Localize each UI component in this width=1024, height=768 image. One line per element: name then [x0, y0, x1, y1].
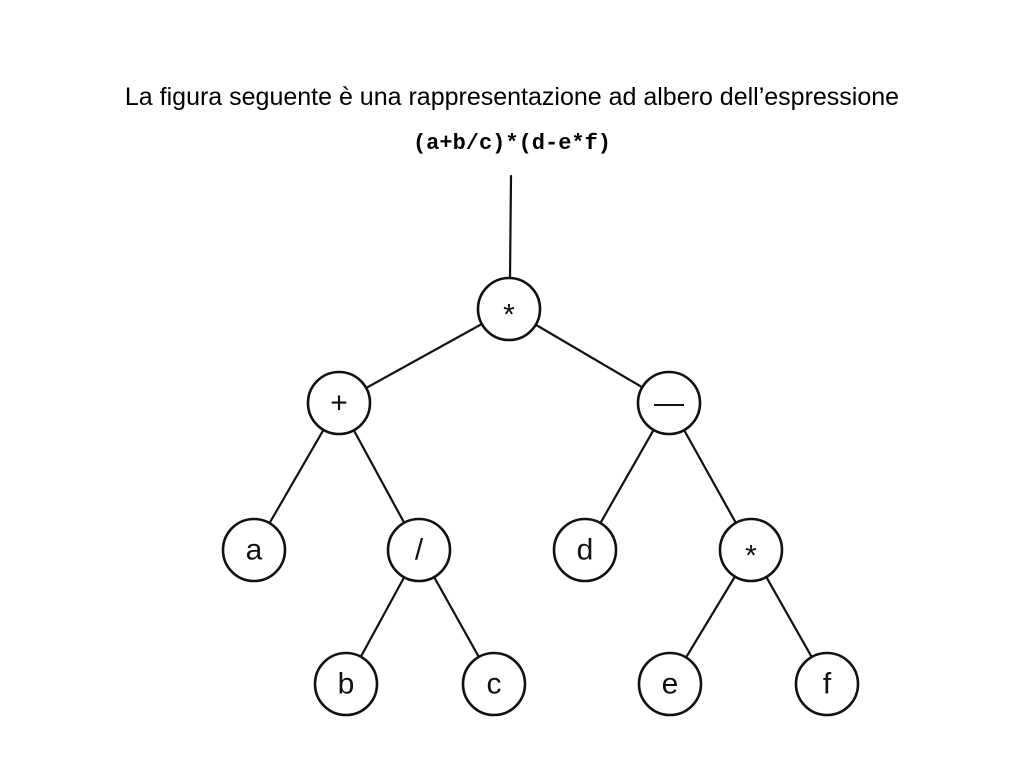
tree-node-label: d: [577, 534, 594, 567]
tree-node-circle: [461, 651, 527, 717]
tree-node-label: e: [662, 668, 679, 701]
tree-node-label: a: [246, 534, 263, 567]
tree-node-d: d: [552, 517, 618, 583]
tree-node-circle: [636, 370, 702, 436]
tree-node-f: f: [794, 651, 860, 717]
root-stem-line: [508, 174, 513, 281]
tree-node-label: c: [487, 668, 502, 701]
tree-node-root: *: [476, 276, 542, 342]
tree-node-circle: [221, 517, 287, 583]
tree-node-circle: [637, 651, 703, 717]
tree-edge-root-plus: [337, 307, 511, 405]
tree-node-label: *: [745, 540, 757, 573]
tree-node-div: /: [386, 517, 452, 583]
tree-node-circle: [794, 651, 860, 717]
tree-node-label: *: [503, 299, 515, 332]
tree-node-plus: +: [306, 370, 372, 436]
tree-node-circle: [306, 370, 372, 436]
tree-node-label: b: [338, 668, 355, 701]
tree-node-label: —: [654, 387, 684, 420]
tree-node-circle: [552, 517, 618, 583]
tree-node-c: c: [461, 651, 527, 717]
tree-node-a: a: [221, 517, 287, 583]
tree-node-label: +: [330, 387, 348, 420]
expression-text: (a+b/c)*(d-e*f): [412, 131, 612, 156]
tree-node-label: /: [415, 534, 424, 567]
tree-node-b: b: [313, 651, 379, 717]
tree-node-circle: [386, 517, 452, 583]
tree-node-circle: [718, 517, 784, 583]
tree-node-e: e: [637, 651, 703, 717]
tree-node-circle: [476, 276, 542, 342]
tree-node-circle: [313, 651, 379, 717]
tree-node-label: f: [823, 668, 832, 701]
tree-node-times2: *: [718, 517, 784, 583]
tree-node-minus: —: [636, 370, 702, 436]
slide-heading: La figura seguente è una rappresentazion…: [124, 83, 900, 111]
